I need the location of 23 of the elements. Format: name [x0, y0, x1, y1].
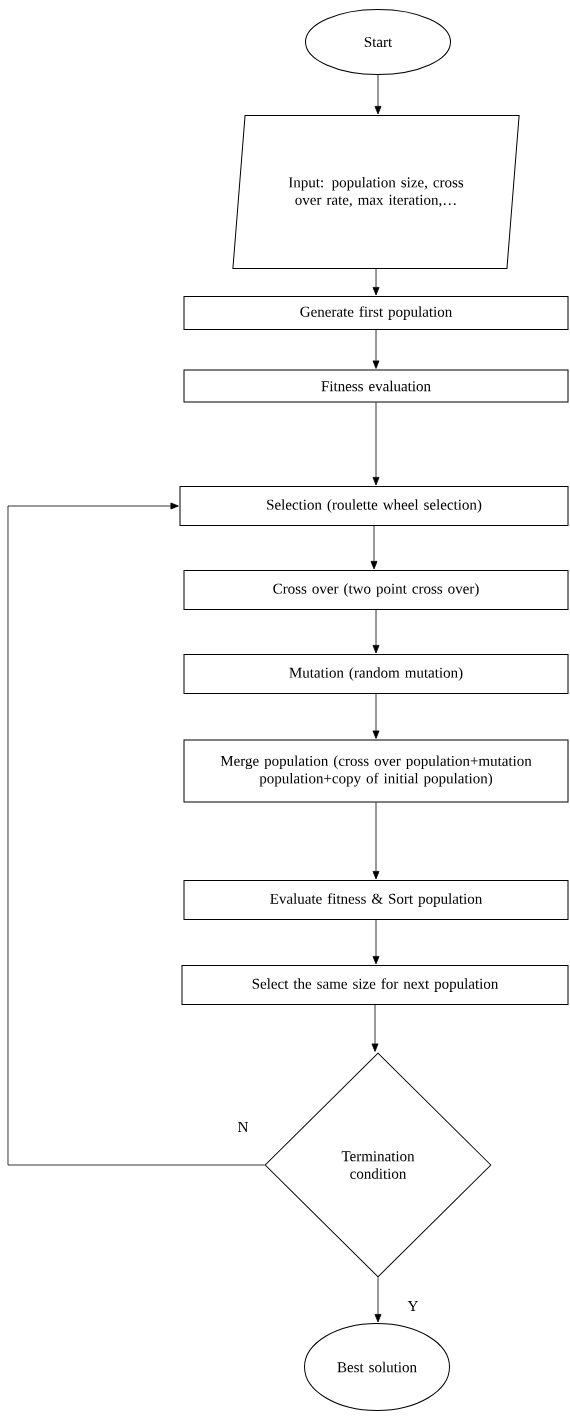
arrow — [372, 802, 380, 880]
process-box: Select the same size for next population — [181, 965, 569, 1005]
process-box: Mutation (random mutation) — [183, 654, 569, 694]
arrow — [372, 609, 380, 654]
arrow — [372, 919, 380, 965]
process-box: Merge population (cross over population+mutation population+copy of initial population) — [183, 739, 569, 803]
arrow — [370, 525, 378, 570]
arrow — [7, 502, 265, 1166]
process-box: Fitness evaluation — [183, 369, 569, 403]
arrow — [374, 74, 382, 115]
arrow — [374, 1277, 382, 1323]
input-parallelogram: Input: population size, cross over rate, max iteration,… — [232, 115, 520, 269]
edge-label: Y — [406, 1300, 420, 1312]
process-box: Evaluate fitness & Sort population — [183, 880, 569, 920]
arrow — [371, 1004, 379, 1052]
arrow — [372, 402, 380, 486]
process-box: Selection (roulette wheel selection) — [179, 486, 569, 526]
process-box: Cross over (two point cross over) — [183, 570, 569, 610]
edge-label: N — [236, 1121, 250, 1133]
arrow — [372, 693, 380, 739]
process-box: Generate first population — [183, 296, 569, 330]
arrow — [372, 329, 380, 369]
arrow — [372, 268, 380, 296]
